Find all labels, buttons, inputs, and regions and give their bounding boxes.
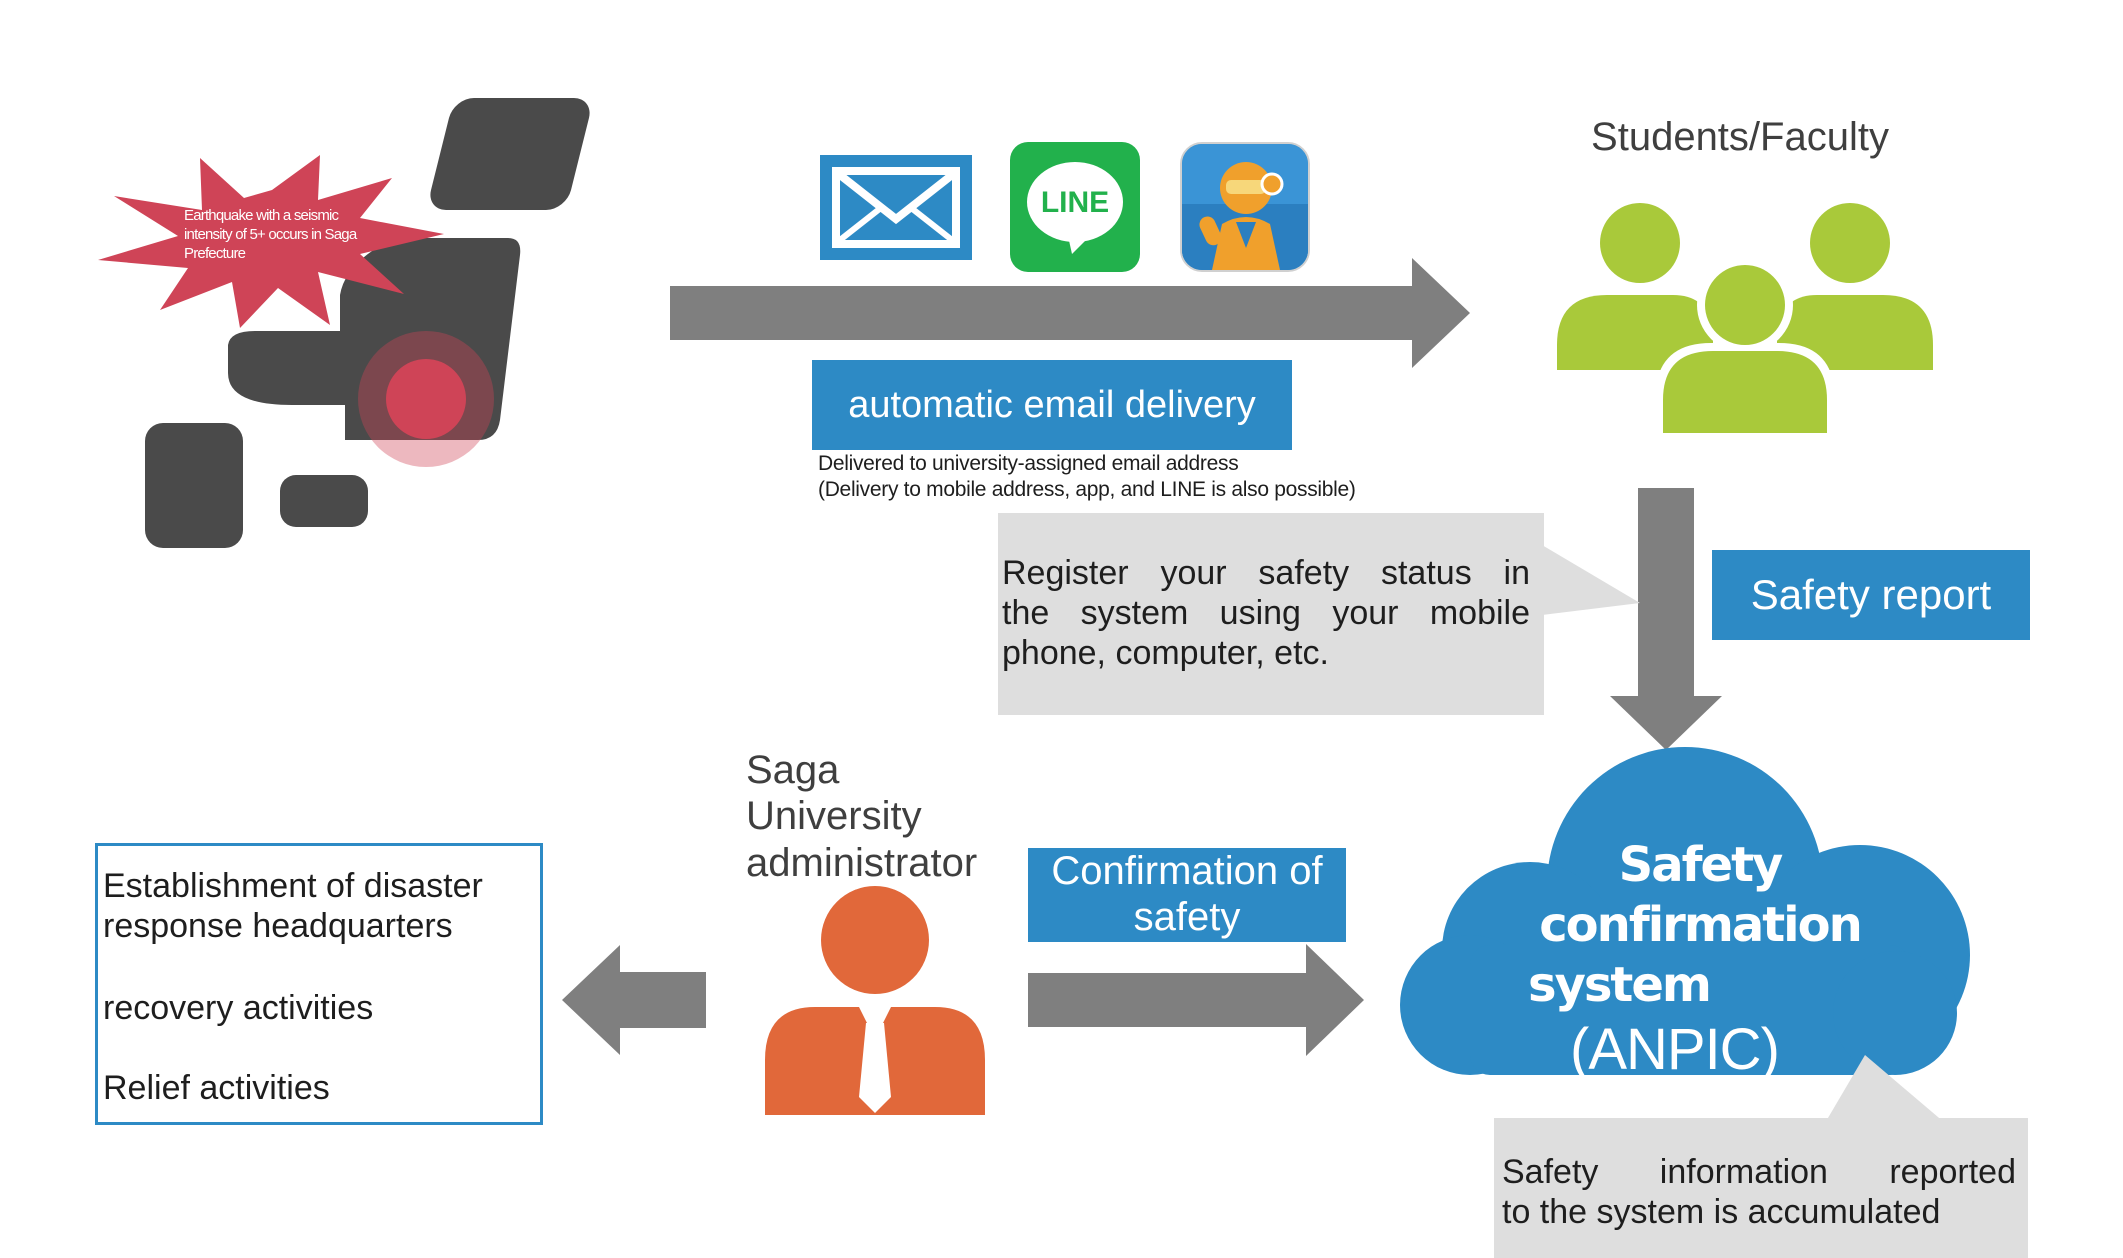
action-relief: Relief activities xyxy=(103,1069,330,1107)
envelope-icon xyxy=(820,155,972,260)
action-recovery: recovery activities xyxy=(103,989,374,1027)
confirmation-of-safety-label: Confirmation of safety xyxy=(1028,848,1346,942)
line-app-text: LINE xyxy=(1040,186,1110,219)
cloud-line4: (ANPIC) xyxy=(1570,1017,1780,1082)
cloud-line2: confirmation xyxy=(1539,897,1863,953)
cloud-line3: system xyxy=(1528,957,1712,1013)
people-group-icon xyxy=(1555,195,1935,435)
delivery-note-line1: Delivered to university-assigned email a… xyxy=(818,452,1239,475)
action-headquarters-line2: response headquarters xyxy=(103,907,453,945)
register-callout-pointer xyxy=(1542,545,1642,635)
safety-report-arrow xyxy=(1610,488,1722,750)
earthquake-burst: Earthquake with a seismic intensity of 5… xyxy=(92,150,452,332)
response-arrow xyxy=(562,945,706,1055)
delivery-note-line2: (Delivery to mobile address, app, and LI… xyxy=(818,478,1356,501)
register-callout: Register your safety status in the syste… xyxy=(998,513,1544,715)
safety-report-label: Safety report xyxy=(1712,550,2030,640)
automatic-email-delivery-label: automatic email delivery xyxy=(812,360,1292,450)
register-line3: phone, computer, etc. xyxy=(1002,634,1329,672)
confirmation-line2: safety xyxy=(1133,895,1241,939)
confirmation-line1: Confirmation of xyxy=(1051,849,1323,893)
admin-line1: Saga xyxy=(746,748,840,792)
accumulated-callout: Safety information reported to the syste… xyxy=(1494,1118,2028,1258)
earthquake-burst-text: Earthquake with a seismic intensity of 5… xyxy=(184,207,357,262)
cloud-title: Safety confirmation xyxy=(1500,835,1900,955)
admin-line3: administrator xyxy=(746,841,978,885)
register-line1: Register your safety status in xyxy=(1002,554,1530,592)
accumulated-line1: Safety information reported xyxy=(1502,1153,2016,1191)
map-kyushu xyxy=(145,423,243,548)
map-shikoku xyxy=(280,475,368,527)
confirmation-arrow xyxy=(1028,944,1364,1056)
japan-map xyxy=(140,95,600,555)
response-actions-box: Establishment of disaster response headq… xyxy=(95,843,543,1125)
epicenter-marker xyxy=(386,359,466,439)
administrator-icon xyxy=(765,885,985,1115)
admin-line2: University xyxy=(746,794,922,838)
line-app-icon: LINE xyxy=(1010,142,1140,272)
anpic-cloud xyxy=(1400,745,1980,1095)
register-line2: the system using your mobile xyxy=(1002,594,1530,632)
accumulated-callout-pointer xyxy=(1795,1055,1955,1123)
cloud-line1: Safety xyxy=(1618,837,1784,893)
delivery-arrow xyxy=(670,258,1470,368)
action-headquarters-line1: Establishment of disaster xyxy=(103,867,483,905)
students-faculty-title: Students/Faculty xyxy=(1591,115,1889,159)
accumulated-line2: to the system is accumulated xyxy=(1502,1193,1941,1231)
anpic-app-icon xyxy=(1180,142,1310,272)
